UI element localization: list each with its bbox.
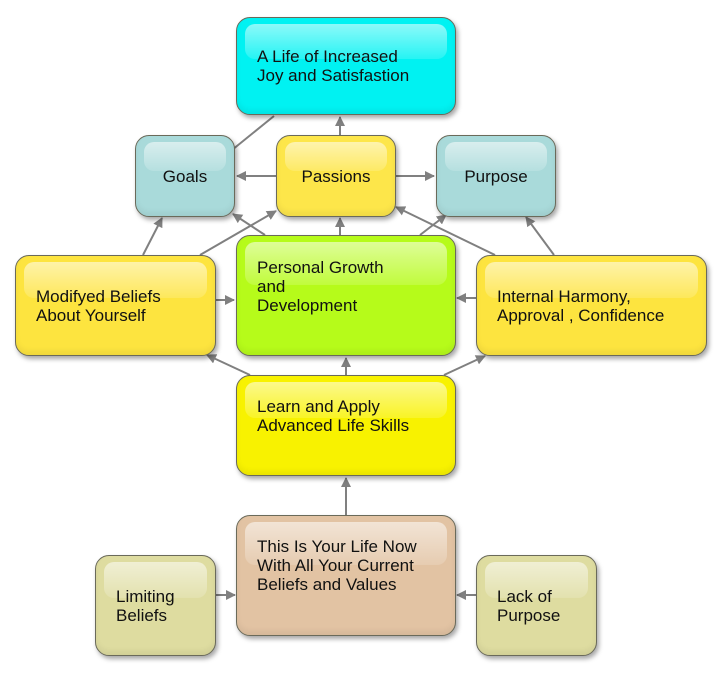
node-limiting-beliefs[interactable]: Limiting Beliefs	[95, 555, 216, 656]
node-label: This Is Your Life Now With All Your Curr…	[257, 537, 417, 594]
node-label: Goals	[162, 166, 208, 186]
node-goals[interactable]: Goals	[135, 135, 235, 217]
node-personal-growth[interactable]: Personal Growth and Development	[236, 235, 456, 356]
node-label: Internal Harmony, Approval , Confidence	[497, 286, 665, 325]
node-label: Personal Growth and Development	[257, 258, 384, 315]
edge-internal-passions	[395, 206, 496, 256]
node-lack-of-purpose[interactable]: Lack of Purpose	[476, 555, 597, 656]
node-label: Purpose	[464, 166, 528, 186]
node-top[interactable]: A Life of Increased Joy and Satisfastion	[236, 17, 456, 115]
edge-learn-modified	[206, 354, 251, 376]
node-label: Limiting Beliefs	[116, 586, 175, 625]
node-passions[interactable]: Passions	[276, 135, 396, 217]
node-label: A Life of Increased Joy and Satisfastion	[257, 47, 410, 85]
edge-goals-top	[231, 115, 275, 151]
edge-learn-internal	[443, 355, 486, 376]
edge-personal-goals	[232, 213, 266, 236]
edge-modified-goals	[142, 217, 163, 256]
node-label: Lack of Purpose	[497, 586, 561, 625]
node-purpose[interactable]: Purpose	[436, 135, 556, 217]
node-label: Passions	[301, 166, 371, 186]
node-life-now[interactable]: This Is Your Life Now With All Your Curr…	[236, 515, 456, 636]
edge-internal-purpose	[525, 216, 555, 256]
node-modified-beliefs[interactable]: Modifyed Beliefs About Yourself	[15, 255, 216, 356]
node-label: Learn and Apply Advanced Life Skills	[257, 396, 410, 435]
edge-modified-passions	[199, 210, 277, 256]
node-learn-apply[interactable]: Learn and Apply Advanced Life Skills	[236, 375, 456, 476]
node-label: Modifyed Beliefs About Yourself	[36, 286, 161, 325]
node-internal-harmony[interactable]: Internal Harmony, Approval , Confidence	[476, 255, 707, 356]
